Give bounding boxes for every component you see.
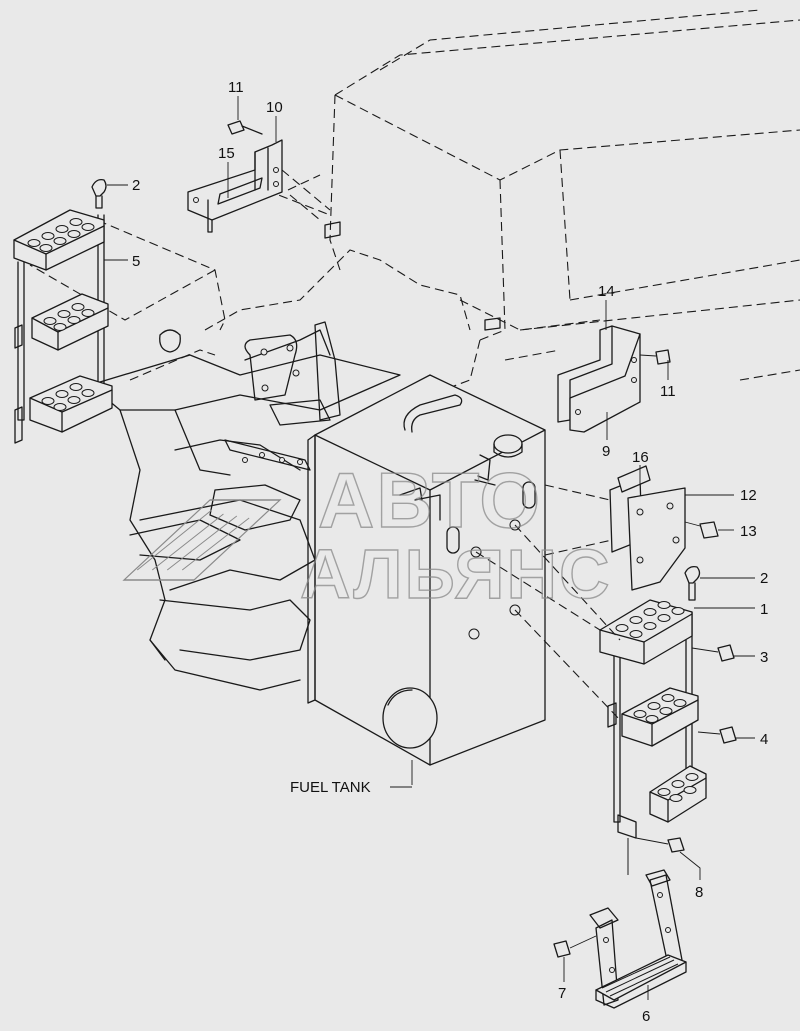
callout-13: 13 [740, 523, 757, 540]
fuel-tank [307, 374, 546, 766]
step-holes-r-bottom [657, 773, 699, 802]
watermark-line2: АЛЬЯНС [300, 535, 612, 613]
callout-7: 7 [558, 985, 566, 1002]
step-holes-r-top [615, 601, 685, 638]
avto-alyans-logo: АВТО АЛЬЯНС [122, 455, 612, 614]
right-step-assembly [599, 565, 737, 875]
right-bracket-assembly [557, 325, 671, 433]
callout-11-upper: 11 [228, 79, 244, 96]
fuel-tank-label: FUEL TANK [290, 779, 371, 796]
watermark-line1: АВТО [318, 456, 542, 544]
bottom-folding-step [553, 869, 687, 1009]
callout-1: 1 [760, 601, 768, 618]
step-mount-plate-assembly [544, 465, 719, 591]
callout-3: 3 [760, 649, 768, 666]
callout-2-left: 2 [132, 177, 140, 194]
tread-pattern [601, 956, 679, 997]
upper-bracket-assembly [187, 120, 331, 233]
assembly-dashed-paths [475, 524, 621, 721]
fuel-tank-callout: FUEL TANK [290, 779, 412, 796]
callout-8: 8 [695, 884, 703, 901]
callout-5: 5 [132, 253, 140, 270]
callout-9: 9 [602, 443, 610, 460]
step-holes-bottom [41, 383, 95, 411]
callout-labels: 11 10 15 2 5 14 11 9 16 12 13 2 1 3 4 8 … [132, 79, 768, 1025]
cab-phantom-outline [29, 9, 800, 396]
callout-6: 6 [642, 1008, 650, 1025]
callout-4: 4 [760, 731, 768, 748]
leader-lines [104, 96, 755, 1000]
step-holes-top [27, 218, 95, 252]
callout-15: 15 [218, 145, 235, 162]
callout-2-right: 2 [760, 570, 768, 587]
callout-11-right: 11 [660, 383, 676, 400]
chassis-frame [89, 221, 501, 691]
callout-10: 10 [266, 99, 283, 116]
step-holes-middle [43, 303, 95, 331]
callout-12: 12 [740, 487, 757, 504]
step-holes-r-middle [633, 694, 687, 723]
callout-16: 16 [632, 449, 649, 466]
callout-14: 14 [598, 283, 615, 300]
left-step-assembly [13, 179, 113, 444]
